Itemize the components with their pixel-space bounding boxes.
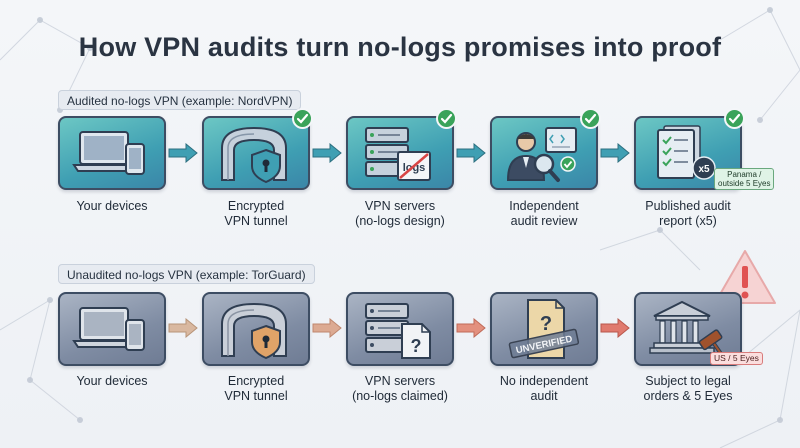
caption-line: report (x5): [659, 214, 717, 228]
flow-arrow: [312, 143, 342, 163]
flow-arrow: [600, 143, 630, 163]
caption-line: VPN servers: [364, 199, 436, 213]
caption-line: Your devices: [76, 199, 148, 213]
server-question-icon: ?: [365, 303, 431, 359]
caption-line: Subject to legal: [645, 374, 731, 388]
tunnel-shield-icon: [221, 302, 287, 360]
audit-report-icon: x5: [657, 125, 716, 180]
caption-line: Published audit: [645, 199, 731, 213]
unaudited-devices-card: [58, 292, 166, 366]
verified-check-icon: [724, 108, 745, 129]
audited-caption-servers: VPN servers(no-logs design): [335, 199, 465, 229]
jurisdiction-line-2: outside 5 Eyes: [718, 179, 771, 188]
audited-label-example: (example: NordVPN): [178, 94, 293, 108]
unaudited-no-audit-card: ? UNVERIFIED: [490, 292, 598, 366]
caption-line: No independent: [499, 374, 589, 388]
caption-line: Your devices: [76, 374, 148, 388]
verified-check-icon: [436, 108, 457, 129]
page-title: How VPN audits turn no-logs promises int…: [78, 32, 722, 62]
report-count-badge: x5: [698, 164, 710, 175]
verified-check-icon: [292, 108, 313, 129]
unaudited-section-label: Unaudited no-logs VPN (example: TorGuard…: [58, 264, 315, 284]
unverified-document-icon: ? UNVERIFIED: [508, 299, 580, 359]
audited-caption-devices: Your devices: [47, 199, 177, 214]
server-no-logs-icon: logs: [365, 127, 431, 181]
audited-label-bold: Audited no-logs VPN: [67, 94, 179, 108]
caption-line: VPN servers: [364, 374, 436, 388]
flow-arrow: [456, 143, 486, 163]
devices-icon: [72, 307, 145, 351]
verified-check-icon: [580, 108, 601, 129]
unaudited-label-bold: Unaudited no-logs VPN: [67, 268, 193, 282]
unaudited-caption-devices: Your devices: [47, 374, 177, 389]
audited-section-label: Audited no-logs VPN (example: NordVPN): [58, 90, 302, 110]
audited-servers-card: logs: [346, 108, 457, 190]
warning-icon: [714, 250, 776, 304]
unaudited-servers-card: ?: [346, 292, 454, 366]
courthouse-gavel-icon: [649, 300, 727, 360]
flow-arrow: [168, 143, 198, 163]
svg-text:?: ?: [411, 336, 422, 356]
caption-line: Independent: [509, 199, 579, 213]
jurisdiction-badge-panama: Panama /outside 5 Eyes: [714, 168, 775, 190]
unaudited-tunnel-card: [202, 292, 310, 366]
audited-report-card: x5 Panama /outside 5 Eyes: [634, 108, 775, 190]
flow-arrow-warning: [312, 318, 342, 338]
audited-devices-card: [58, 116, 166, 190]
flow-arrow-warning: [168, 318, 198, 338]
devices-icon: [72, 131, 145, 175]
jurisdiction-line-1: Panama /: [727, 170, 762, 179]
caption-line: (no-logs design): [355, 214, 445, 228]
unaudited-label-example: (example: TorGuard): [192, 268, 306, 282]
unaudited-legal-card: US / 5 Eyes: [634, 292, 763, 366]
audited-review-card: [490, 108, 601, 190]
caption-line: VPN tunnel: [224, 389, 288, 403]
tunnel-shield-icon: [221, 126, 287, 184]
caption-line: audit: [530, 389, 558, 403]
caption-line: (no-logs claimed): [352, 389, 448, 403]
caption-line: Encrypted: [227, 199, 285, 213]
caption-line: orders & 5 Eyes: [643, 389, 733, 403]
caption-line: audit review: [510, 214, 578, 228]
audited-tunnel-card: [202, 108, 313, 190]
unaudited-caption-servers: VPN servers(no-logs claimed): [335, 374, 465, 404]
jurisdiction-badge-us: US / 5 Eyes: [710, 352, 763, 365]
flow-arrow-warning: [600, 318, 630, 338]
svg-text:?: ?: [540, 313, 552, 335]
flow-arrow-warning: [456, 318, 486, 338]
caption-line: VPN tunnel: [224, 214, 288, 228]
auditor-icon: [506, 127, 577, 182]
caption-line: Encrypted: [227, 374, 285, 388]
